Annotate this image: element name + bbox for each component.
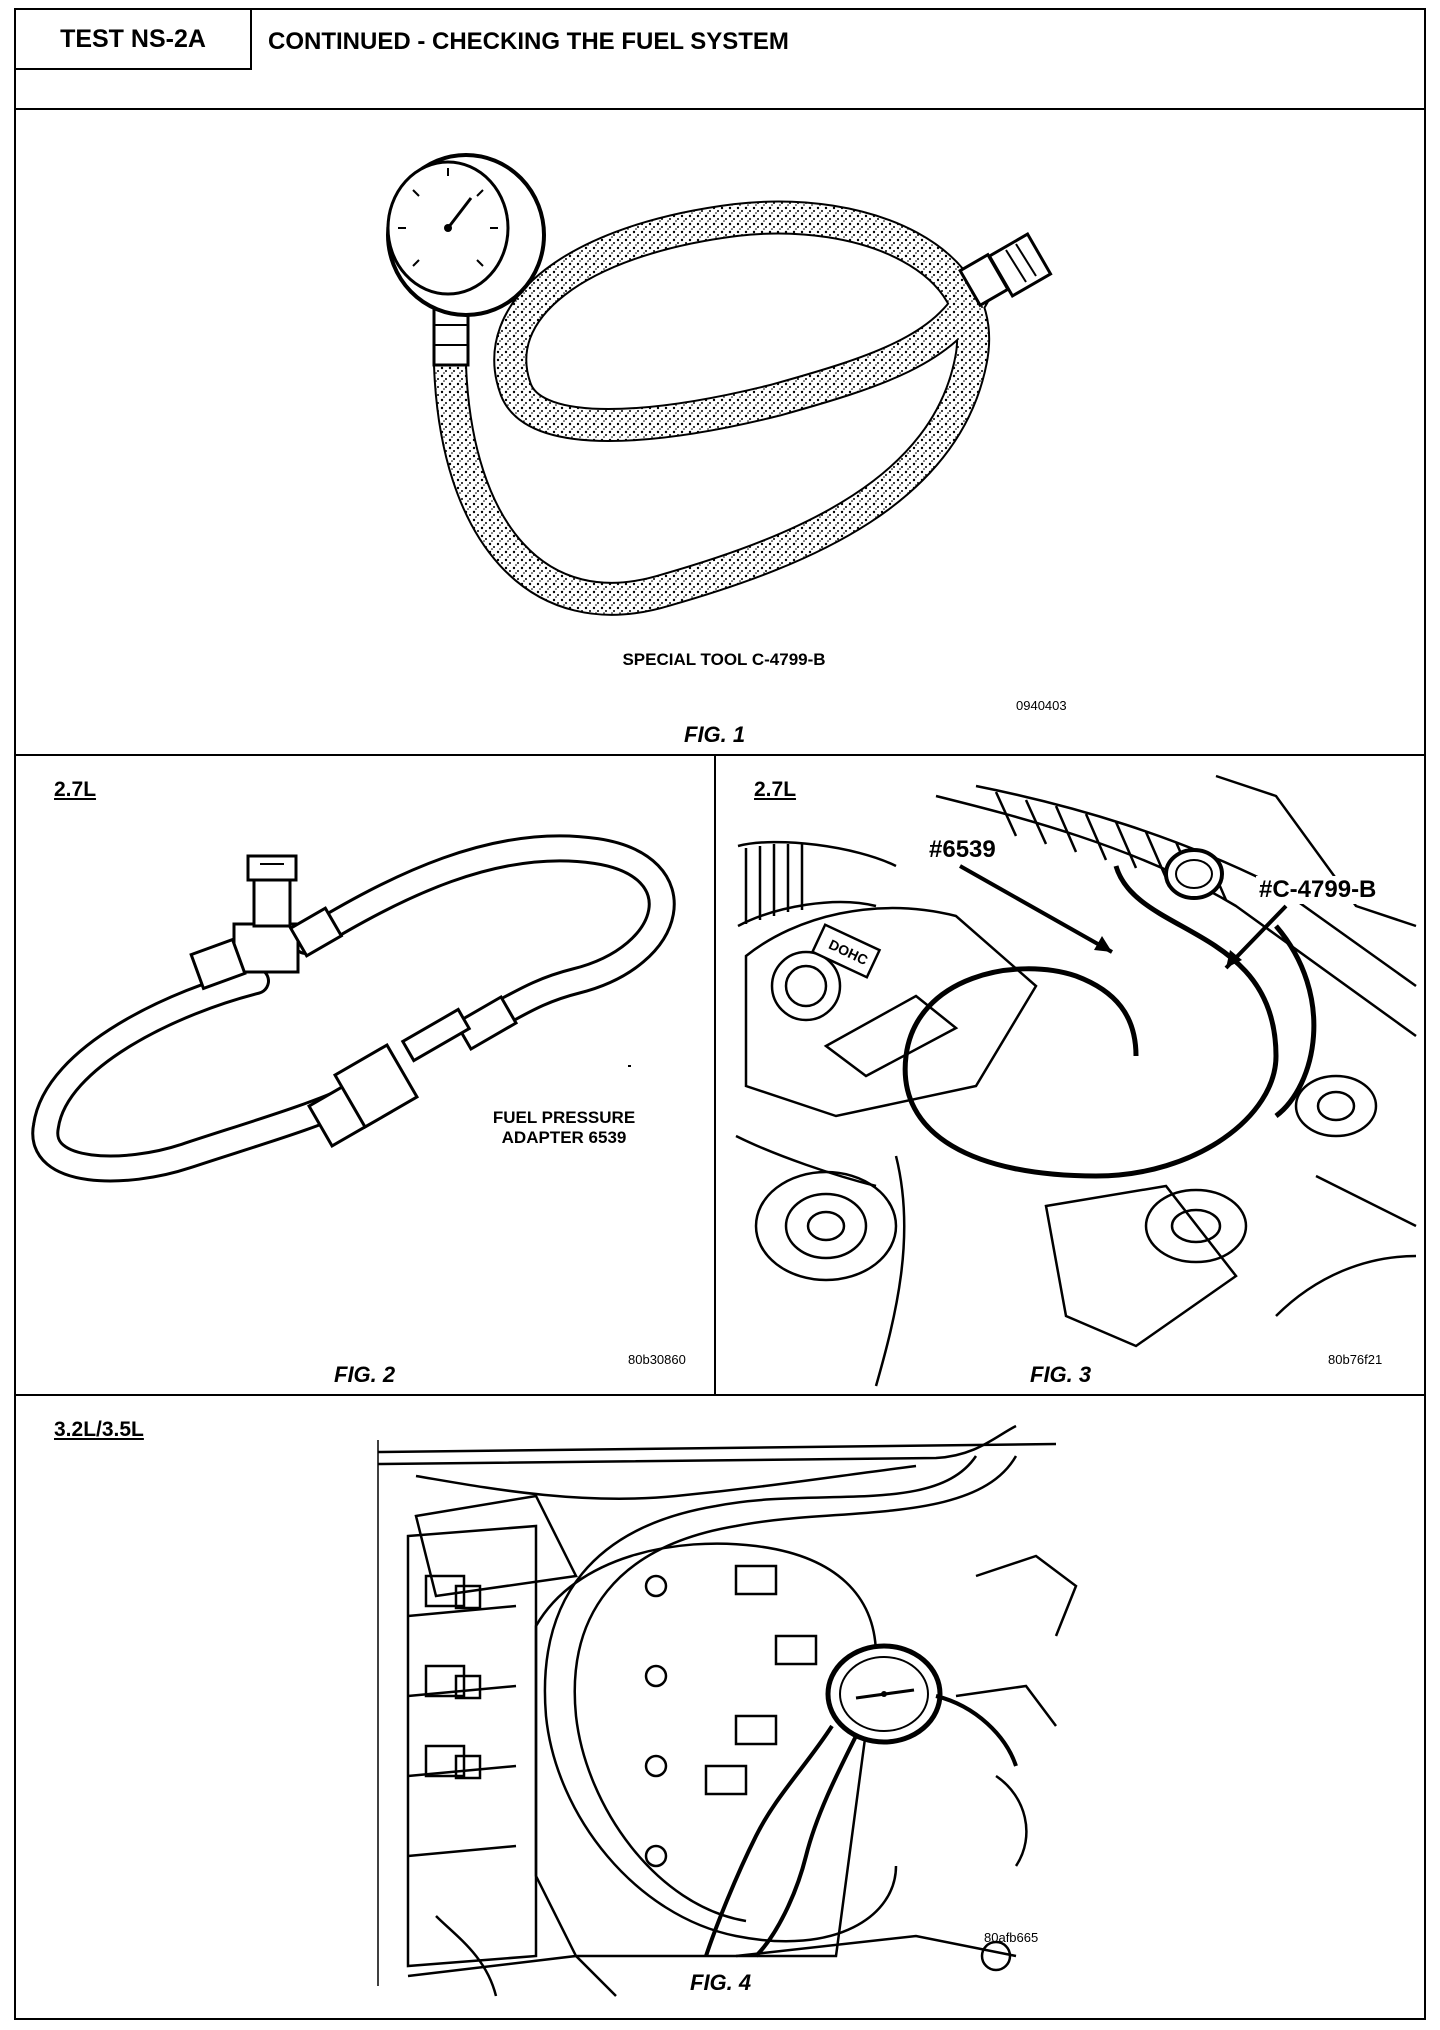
fig2-caption-line1: FUEL PRESSURE (492, 1108, 636, 1127)
fuel-pressure-adapter-illustration (31, 834, 676, 1183)
fig3-label: FIG. 3 (1030, 1362, 1092, 1387)
fig1-label: FIG. 1 (684, 722, 746, 747)
figure-3-panel: 2.7L (716, 756, 1424, 1396)
fig3-callout-6539: #6539 (926, 836, 999, 864)
engine-top-gauge-illustration (377, 1424, 1078, 1997)
fig1-caption: SPECIAL TOOL C-4799-B (622, 650, 826, 669)
fig2-caption-line2: ADAPTER 6539 (501, 1128, 627, 1147)
fig2-label: FIG. 2 (334, 1362, 396, 1387)
figure-4-panel: 3.2L/3.5L (16, 1396, 1424, 2018)
fig4-code: 80afb665 (984, 1930, 1039, 1945)
fig1-code: 0940403 (1016, 698, 1067, 713)
fig3-engine-label: 2.7L (754, 778, 797, 801)
fig3-code: 80b76f21 (1328, 1352, 1383, 1367)
fig3-callout-c4799b: #C-4799-B (1256, 876, 1380, 904)
page-title: CONTINUED - CHECKING THE FUEL SYSTEM (268, 28, 789, 55)
fig2-engine-label: 2.7L (54, 778, 97, 801)
fig4-engine-label: 3.2L/3.5L (54, 1418, 144, 1441)
test-id-box: TEST NS-2A (16, 10, 252, 70)
fig2-code: 80b30860 (628, 1352, 686, 1367)
manual-page: TEST NS-2A CONTINUED - CHECKING THE FUEL… (14, 8, 1426, 2020)
fig4-label: FIG. 4 (690, 1970, 752, 1995)
figure-1-panel: SPECIAL TOOL C-4799-B 0940403 FIG. 1 (16, 110, 1424, 756)
page-header: TEST NS-2A CONTINUED - CHECKING THE FUEL… (16, 10, 1424, 110)
fuel-pressure-gauge-illustration (386, 153, 1053, 616)
figure-2-panel: 2.7L FUEL PRESSURE ADAPTER 6539 80b30860… (16, 756, 716, 1396)
engine-bay-gauge-installation-illustration: DOHC (735, 774, 1417, 1387)
